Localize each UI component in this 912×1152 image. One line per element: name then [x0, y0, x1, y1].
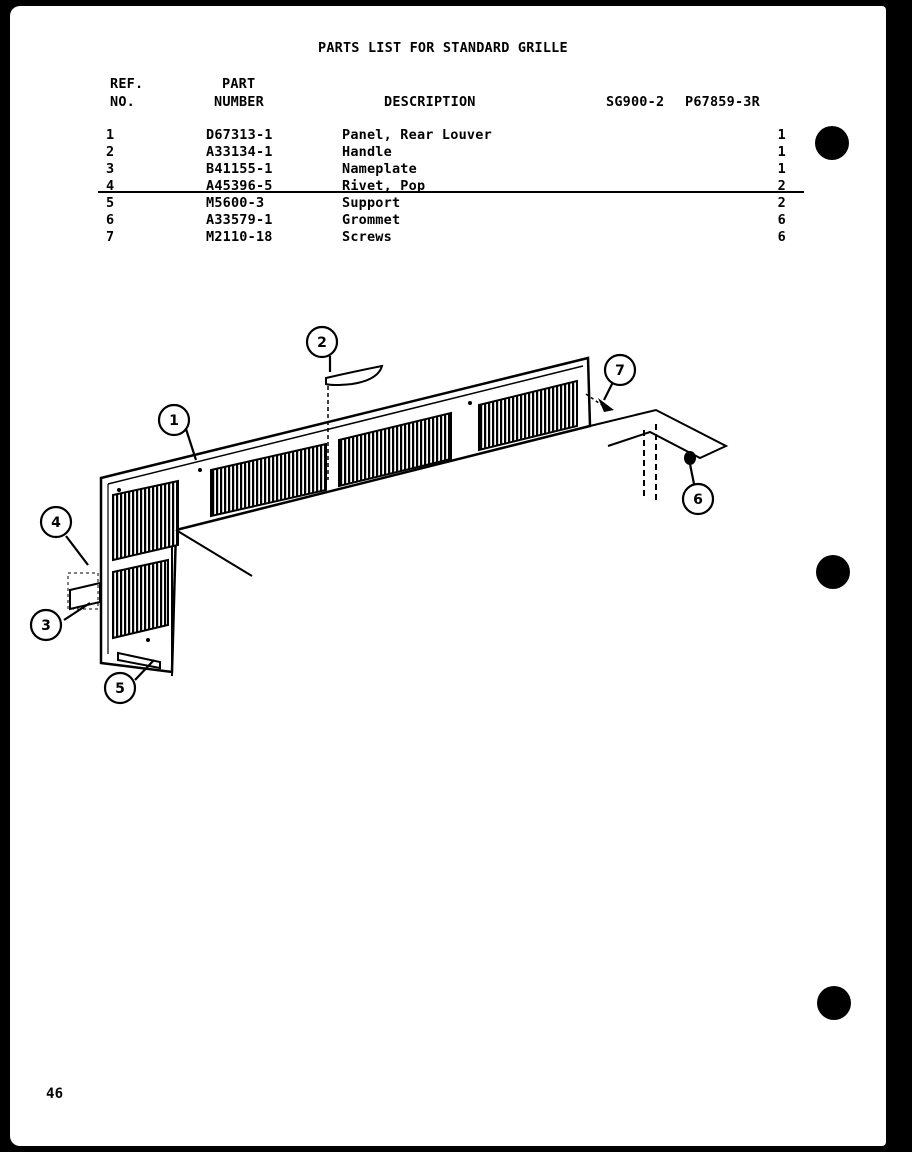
row-part-number: M5600-3 — [206, 195, 265, 211]
row-qty: 1 — [777, 127, 786, 143]
svg-text:6: 6 — [693, 492, 703, 508]
table-row: 5 M5600-3 Support 2 — [0, 195, 900, 212]
header-ref-line1: REF. — [110, 76, 144, 92]
panel-rim-line — [107, 365, 584, 485]
row-divider-line — [98, 191, 804, 193]
handle-part — [325, 364, 384, 386]
row-ref: 1 — [106, 127, 115, 143]
row-ref: 7 — [106, 229, 115, 245]
callout-4: 4 — [39, 505, 73, 539]
header-part-line2: NUMBER — [214, 94, 264, 110]
row-part-number: M2110-18 — [206, 229, 273, 245]
housing-corner-bracket — [589, 408, 729, 500]
row-description: Screws — [342, 229, 392, 245]
table-row: 6 A33579-1 Grommet 6 — [0, 212, 900, 229]
callout-3: 3 — [29, 608, 63, 642]
row-description: Rivet, Pop — [342, 178, 426, 194]
row-qty: 6 — [777, 229, 786, 245]
callout-2: 2 — [305, 325, 339, 359]
row-qty: 1 — [777, 161, 786, 177]
louver-grille-4 — [478, 379, 578, 452]
callout-1: 1 — [157, 403, 191, 437]
screw-part — [598, 398, 614, 412]
table-row: 7 M2110-18 Screws 6 — [0, 229, 900, 246]
louver-grille-left-bottom — [112, 558, 169, 640]
nameplate-guide — [67, 572, 99, 610]
header-part-line1: PART — [222, 76, 256, 92]
row-part-number: A33579-1 — [206, 212, 273, 228]
panel-rivets — [117, 401, 472, 642]
header-description: DESCRIPTION — [384, 94, 476, 110]
svg-text:3: 3 — [41, 618, 51, 634]
row-description: Grommet — [342, 212, 401, 228]
page-number: 46 — [46, 1086, 64, 1102]
table-row: 4 A45396-5 Rivet, Pop 2 — [0, 178, 900, 195]
grommet-part — [684, 451, 696, 465]
row-qty: 2 — [777, 178, 786, 194]
table-row: 1 D67313-1 Panel, Rear Louver 1 — [0, 127, 900, 144]
row-qty: 6 — [777, 212, 786, 228]
callout-6: 6 — [681, 482, 715, 516]
row-part-number: B41155-1 — [206, 161, 273, 177]
svg-text:1: 1 — [169, 413, 179, 429]
svg-text:7: 7 — [615, 363, 625, 379]
nameplate-part — [69, 581, 101, 611]
row-qty: 2 — [777, 195, 786, 211]
screw-guide — [585, 393, 607, 409]
row-ref: 6 — [106, 212, 115, 228]
row-part-number: A33134-1 — [206, 144, 273, 160]
header-model-2: P67859-3R — [685, 94, 760, 110]
row-part-number: A45396-5 — [206, 178, 273, 194]
header-ref-line2: NO. — [110, 94, 135, 110]
binder-hole-middle — [816, 555, 850, 589]
louver-grille-2 — [210, 442, 327, 518]
svg-text:4: 4 — [51, 515, 61, 531]
binder-hole-bottom — [817, 986, 851, 1020]
callout-5: 5 — [103, 671, 137, 705]
row-description: Nameplate — [342, 161, 417, 177]
row-ref: 3 — [106, 161, 115, 177]
header-model-1: SG900-2 — [606, 94, 665, 110]
louver-grille-left-top — [112, 479, 179, 562]
callout-7: 7 — [603, 353, 637, 387]
row-ref: 5 — [106, 195, 115, 211]
row-part-number: D67313-1 — [206, 127, 273, 143]
svg-text:5: 5 — [115, 681, 125, 697]
table-row: 3 B41155-1 Nameplate 1 — [0, 161, 900, 178]
page-title: PARTS LIST FOR STANDARD GRILLE — [318, 40, 568, 56]
row-ref: 4 — [106, 178, 115, 194]
row-description: Handle — [342, 144, 392, 160]
row-qty: 1 — [777, 144, 786, 160]
svg-text:2: 2 — [317, 335, 327, 351]
louver-grille-3 — [338, 411, 452, 488]
table-row: 2 A33134-1 Handle 1 — [0, 144, 900, 161]
row-description: Panel, Rear Louver — [342, 127, 492, 143]
housing-edge — [175, 529, 253, 577]
binder-hole-top — [815, 126, 849, 160]
row-ref: 2 — [106, 144, 115, 160]
row-description: Support — [342, 195, 401, 211]
